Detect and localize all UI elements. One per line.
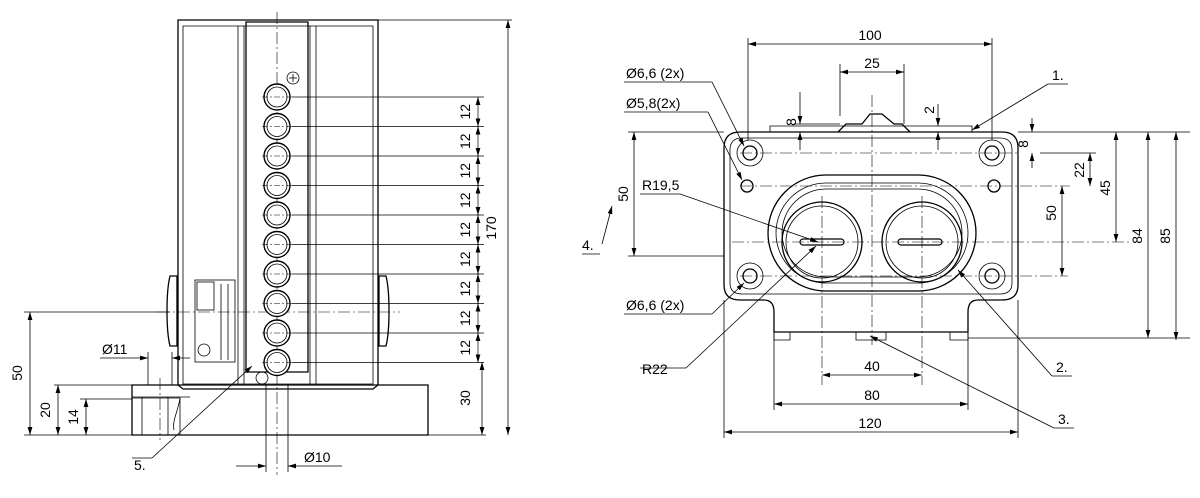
note-r19-5: R19,5 <box>642 177 680 193</box>
dim-20: 20 <box>37 402 53 418</box>
top-screw <box>286 71 300 85</box>
dim-50-side: 50 <box>9 365 25 381</box>
bottom-hole <box>255 371 269 385</box>
pitch-dim-label: 12 <box>457 251 473 267</box>
side-housing <box>131 19 429 436</box>
dim-84: 84 <box>1129 228 1145 244</box>
callout-4: 4. <box>582 237 594 253</box>
dim-25: 25 <box>864 55 880 71</box>
dim-100: 100 <box>858 27 882 43</box>
pitch-dim-label: 12 <box>457 104 473 120</box>
dim-dia11: Ø11 <box>102 341 128 357</box>
side-view: 12 12 12 12 12 12 12 12 12 30 170 50 20 14 Ø11 Ø… <box>9 12 512 475</box>
front-housing <box>723 113 1019 341</box>
pitch-dim-label: 12 <box>457 163 473 179</box>
pitch-extension-lines <box>292 96 484 363</box>
pitch-dim-label: 12 <box>457 222 473 238</box>
dim-45: 45 <box>1097 180 1113 196</box>
note-hole-66-bottom: Ø6,6 (2x) <box>626 297 684 313</box>
pitch-dimensions: 12 12 12 12 12 12 12 12 12 <box>457 97 481 363</box>
dim-80: 80 <box>864 387 880 403</box>
switch-stack <box>262 83 292 377</box>
dim-50-left: 50 <box>615 186 631 202</box>
dim-120: 120 <box>858 415 882 431</box>
dim-dia10: Ø10 <box>304 449 331 465</box>
dim-22: 22 <box>1071 162 1087 178</box>
note-hole-58: Ø5,8(2x) <box>626 95 680 111</box>
callout-5: 5. <box>134 457 146 473</box>
dim-50-right: 50 <box>1043 205 1059 221</box>
pitch-dim-label: 12 <box>457 192 473 208</box>
dim-30: 30 <box>457 390 473 406</box>
dim-8-right: 8 <box>1015 140 1031 148</box>
dim-85: 85 <box>1157 228 1173 244</box>
callout-1: 1. <box>1052 67 1064 83</box>
note-hole-66-top: Ø6,6 (2x) <box>626 65 684 81</box>
pitch-dim-label: 12 <box>457 281 473 297</box>
callout-3: 3. <box>1058 411 1070 427</box>
callout-2: 2. <box>1056 359 1068 375</box>
pitch-dim-label: 12 <box>457 133 473 149</box>
dim-14: 14 <box>65 409 81 425</box>
pitch-dim-label: 12 <box>457 310 473 326</box>
pitch-dim-label: 12 <box>457 340 473 356</box>
dim-170: 170 <box>483 216 499 240</box>
dim-2: 2 <box>921 106 937 114</box>
dim-8-top: 8 <box>783 118 799 126</box>
dim-40: 40 <box>864 358 880 374</box>
front-view: 100 25 8 2 8 22 45 50 84 85 <box>582 27 1190 438</box>
note-r22: R22 <box>642 361 668 377</box>
